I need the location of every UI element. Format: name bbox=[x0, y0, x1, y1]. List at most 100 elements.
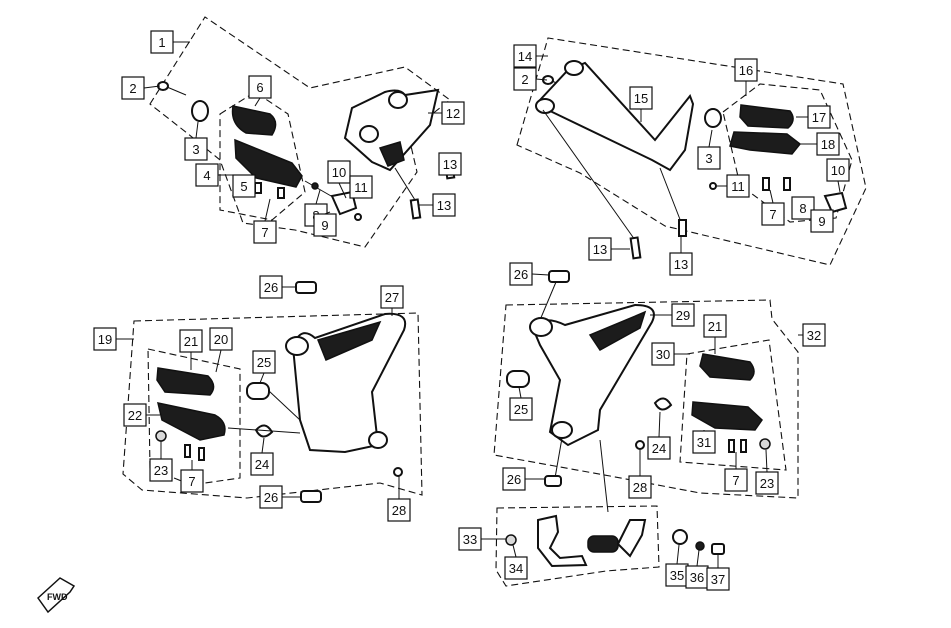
callout-box bbox=[432, 193, 456, 217]
callout-number: 1 bbox=[158, 35, 165, 50]
callout-number: 9 bbox=[818, 214, 825, 229]
callout-9: 9 bbox=[313, 211, 337, 237]
callout-number: 7 bbox=[261, 225, 268, 240]
callout-leader-line bbox=[264, 198, 271, 222]
callout-leader-line bbox=[338, 182, 347, 199]
callout-13: 13 bbox=[438, 152, 462, 176]
callout-box bbox=[259, 485, 283, 509]
callout-number: 30 bbox=[656, 347, 670, 362]
footpeg-bracket-part bbox=[156, 402, 226, 441]
callout-box bbox=[703, 314, 727, 338]
callout-13: 13 bbox=[588, 237, 630, 261]
callout-box bbox=[349, 175, 373, 199]
callout-box bbox=[93, 327, 117, 351]
clip-part bbox=[393, 467, 403, 477]
callout-22: 22 bbox=[123, 403, 160, 427]
shift-linkage-parts bbox=[505, 439, 725, 568]
callout-number: 23 bbox=[154, 463, 168, 478]
callout-number: 11 bbox=[354, 180, 368, 195]
callout-box bbox=[502, 467, 526, 491]
callout-6: 6 bbox=[248, 75, 272, 107]
callout-box bbox=[755, 471, 779, 495]
callout-leader-line bbox=[215, 349, 222, 373]
mount-plate-part bbox=[378, 141, 405, 167]
callout-box bbox=[588, 237, 612, 261]
callout-number: 13 bbox=[593, 242, 607, 257]
callout-box bbox=[195, 163, 219, 187]
callout-leader-line bbox=[259, 372, 265, 384]
pivot-pin-part bbox=[823, 191, 848, 214]
callout-box bbox=[697, 146, 721, 170]
pivot-boss-part bbox=[285, 336, 309, 356]
callout-number: 2 bbox=[129, 81, 136, 96]
callout-number: 14 bbox=[518, 49, 532, 64]
callout-number: 24 bbox=[255, 457, 269, 472]
pivot-boss-part bbox=[551, 421, 573, 439]
bolt-part bbox=[711, 543, 725, 555]
footpeg-rubber-part bbox=[156, 367, 215, 396]
callout-box bbox=[150, 30, 174, 54]
callout-box bbox=[253, 220, 277, 244]
callout-number: 25 bbox=[257, 355, 271, 370]
callout-leader-line bbox=[535, 78, 548, 81]
callout-7: 7 bbox=[761, 189, 785, 226]
callout-leader-line bbox=[676, 544, 680, 565]
callout-box bbox=[692, 430, 716, 454]
shift-pedal-arm-part bbox=[616, 519, 647, 558]
callout-17: 17 bbox=[796, 105, 831, 129]
callout-number: 33 bbox=[463, 532, 477, 547]
callout-number: 15 bbox=[634, 91, 648, 106]
callout-number: 18 bbox=[821, 137, 835, 152]
callout-number: 36 bbox=[690, 570, 704, 585]
callout-number: 26 bbox=[264, 280, 278, 295]
callout-number: 13 bbox=[437, 198, 451, 213]
footpeg-rubber-part bbox=[739, 104, 794, 129]
callout-24: 24 bbox=[250, 437, 274, 476]
callout-3: 3 bbox=[184, 121, 208, 161]
callout-box bbox=[734, 58, 758, 82]
footpeg-bracket-part bbox=[729, 131, 802, 155]
callout-number: 31 bbox=[697, 435, 711, 450]
callout-2: 2 bbox=[513, 67, 548, 91]
callout-box bbox=[121, 76, 145, 100]
callout-leader-line bbox=[315, 189, 321, 205]
clip-part bbox=[354, 213, 362, 221]
callout-box bbox=[816, 132, 840, 156]
screw-part bbox=[762, 177, 770, 191]
callout-number: 23 bbox=[760, 476, 774, 491]
pivot-boss-part bbox=[529, 317, 553, 337]
callout-11: 11 bbox=[716, 174, 750, 198]
callout-box bbox=[651, 342, 675, 366]
callout-32: 32 bbox=[798, 323, 826, 347]
washer-part bbox=[672, 529, 688, 545]
callout-20: 20 bbox=[209, 327, 233, 373]
callout-13: 13 bbox=[418, 193, 456, 217]
pivot-boss-part bbox=[535, 98, 555, 114]
callout-box bbox=[250, 452, 274, 476]
callout-number: 24 bbox=[652, 441, 666, 456]
outline-front-right-assembly bbox=[149, 16, 451, 248]
callout-number: 20 bbox=[214, 332, 228, 347]
callout-16: 16 bbox=[734, 58, 758, 96]
callout-10: 10 bbox=[327, 160, 351, 199]
forward-arrow-icon: FWD bbox=[37, 577, 76, 614]
callout-number: 28 bbox=[392, 503, 406, 518]
screw-part bbox=[783, 177, 791, 191]
callout-box bbox=[509, 397, 533, 421]
callout-number: 16 bbox=[739, 63, 753, 78]
rear-right-footrest-parts bbox=[155, 281, 407, 503]
callout-leader-line bbox=[765, 449, 768, 473]
callout-number: 35 bbox=[670, 568, 684, 583]
callout-box bbox=[802, 323, 826, 347]
screw-part bbox=[254, 182, 262, 194]
screw-part bbox=[740, 439, 747, 453]
callout-number: 19 bbox=[98, 332, 112, 347]
callout-33: 33 bbox=[458, 527, 506, 551]
pivot-boss-part bbox=[388, 91, 408, 109]
pivot-boss-part bbox=[564, 60, 584, 76]
callout-number: 13 bbox=[443, 157, 457, 172]
callout-number: 12 bbox=[446, 106, 460, 121]
callout-box bbox=[791, 196, 815, 220]
callout-14: 14 bbox=[513, 44, 548, 68]
